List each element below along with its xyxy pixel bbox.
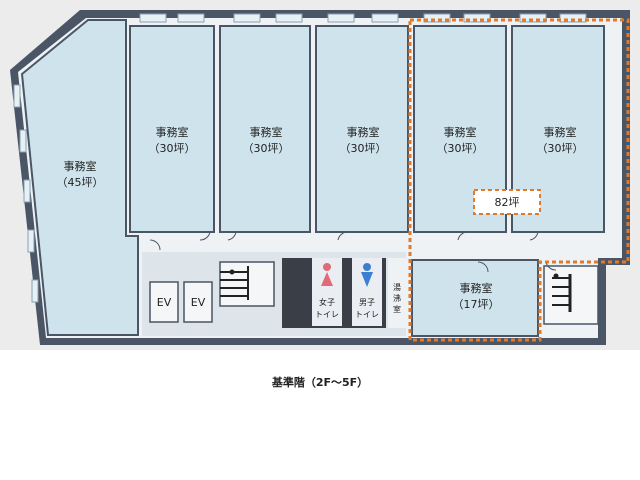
- highlight-label-box: [473, 189, 541, 215]
- elevator-1: [149, 281, 179, 323]
- highlight-outline: [408, 18, 630, 342]
- kitchenette: [388, 258, 406, 328]
- kitchen-label-1: 湯: [393, 282, 401, 292]
- office-b-room: [219, 25, 311, 233]
- office-17-name: 事務室: [460, 281, 493, 295]
- men-toilet-label-1: 男子: [359, 298, 375, 307]
- office-c-size: （30坪）: [340, 142, 387, 155]
- office-17-room: [411, 259, 539, 337]
- elevator-2-label: EV: [191, 296, 206, 309]
- office-a-name: 事務室: [156, 125, 189, 139]
- office-d-size: （30坪）: [437, 142, 484, 155]
- office-b-name: 事務室: [250, 125, 283, 139]
- office-c-room: [315, 25, 409, 233]
- kitchen-label-2: 沸: [393, 293, 401, 303]
- stair-left: [219, 261, 275, 307]
- office-45-room: [20, 19, 139, 336]
- floor-plan: 事務室 （45坪） 事務室 （30坪） 事務室 （30坪） 事務室 （30坪） …: [0, 0, 640, 350]
- women-icon: [321, 263, 333, 286]
- office-17-size: （17坪）: [453, 298, 500, 311]
- men-icon: [361, 263, 373, 287]
- office-45-size: （45坪）: [57, 176, 104, 189]
- stair-right: [543, 265, 599, 325]
- office-45-name: 事務室: [64, 159, 97, 173]
- office-e-size: （30坪）: [537, 142, 584, 155]
- elevator-1-label: EV: [157, 296, 172, 309]
- women-toilet-label-1: 女子: [319, 297, 335, 307]
- highlight-label: 82坪: [495, 196, 520, 209]
- women-toilet-label-2: トイレ: [315, 310, 339, 319]
- office-d-name: 事務室: [444, 125, 477, 139]
- windows: [139, 13, 587, 23]
- office-b-size: （30坪）: [243, 142, 290, 155]
- men-toilet-label-2: トイレ: [355, 310, 379, 319]
- office-a-size: （30坪）: [149, 142, 196, 155]
- side-windows: [13, 84, 39, 303]
- office-a-room: [129, 25, 215, 233]
- office-c-name: 事務室: [347, 125, 380, 139]
- office-e-name: 事務室: [544, 125, 577, 139]
- kitchen-label-3: 室: [393, 304, 401, 314]
- elevator-2: [183, 281, 213, 323]
- plan-caption: 基準階（2F〜5F）: [271, 376, 369, 389]
